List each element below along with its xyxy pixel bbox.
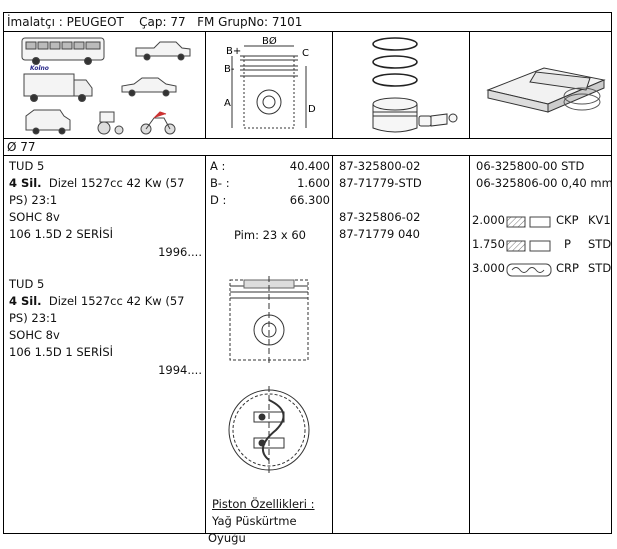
ring-set-2: 06-325806-00 0,40 mm <box>476 176 613 190</box>
header-row: İmalatçı : PEUGEOT Çap: 77 FM GrupNo: 71… <box>4 13 611 32</box>
app1-valve: SOHC 8v <box>9 210 60 224</box>
app1-model: 106 1.5D 2 SERİSİ <box>9 227 114 241</box>
dim-a-label: A : <box>210 159 226 173</box>
dim-d-value: 66.300 <box>289 193 330 207</box>
app1-year: 1996.... <box>158 245 202 259</box>
ring-set-1: 06-325800-00 STD <box>476 159 585 173</box>
motorcycle-icon <box>140 111 176 135</box>
ring-1-type: CKP <box>556 213 579 227</box>
cap-label: Çap: <box>139 15 167 29</box>
piston-set-cell <box>333 32 470 138</box>
diagram-label-bminus: B- <box>224 64 235 75</box>
cap-value: 77 <box>170 15 186 29</box>
data-row: TUD 5 4 Sil. Dizel 1527cc 42 Kw (57 PS) … <box>4 156 613 545</box>
piston-side-drawing <box>229 276 309 364</box>
diagram-label-a: A <box>224 98 231 109</box>
diameter-row: Ø 77 <box>4 139 611 156</box>
ring-box-illustration <box>486 67 606 113</box>
app2-line: 4 Sil. Dizel 1527cc 42 Kw (57 <box>9 293 184 310</box>
feature-1: Yağ Püskürtme <box>212 514 297 528</box>
app2-desc2: PS) 23:1 <box>9 311 58 325</box>
ring-1-size: 2.000 <box>472 213 505 227</box>
ring-1-compression-icon <box>506 216 551 228</box>
part-numbers-cell: 87-325800-02 87-71779-STD 87-325806-02 8… <box>333 156 470 533</box>
ring-3-oil-ring-icon <box>506 263 552 277</box>
fm-label: FM GrupNo: <box>197 15 268 29</box>
part-number-1: 87-325800-02 <box>339 159 421 173</box>
app1-engine: TUD 5 <box>9 159 45 173</box>
dim-bminus-value: 1.600 <box>297 176 330 190</box>
ring-1-code: KV1 <box>588 213 611 227</box>
dim-a-value: 40.400 <box>289 159 330 173</box>
vehicle-icons-cell: Kolno <box>4 32 206 138</box>
fm-value: 7101 <box>271 15 303 29</box>
app1-line: 4 Sil. Dizel 1527cc 42 Kw (57 <box>9 175 184 192</box>
dim-d-label: D : <box>210 193 227 207</box>
ring-2-compression-icon <box>506 240 551 252</box>
car-icon <box>121 77 177 97</box>
pin-size: Pim: 23 x 60 <box>234 228 306 242</box>
diagram-label-c: C <box>302 48 309 59</box>
app2-year: 1994.... <box>158 363 202 377</box>
manufacturer-value: PEUGEOT <box>66 15 124 29</box>
piston-diagram-cell: B+ BØ C B- A D <box>206 32 333 138</box>
svg-text:Kolno: Kolno <box>30 65 49 72</box>
manufacturer-label: İmalatçı : <box>7 15 63 29</box>
part-number-2: 87-71779-STD <box>339 176 422 190</box>
app2-model: 106 1.5D 1 SERİSİ <box>9 345 114 359</box>
ring-3-size: 3.000 <box>472 261 505 275</box>
diagram-label-bplus: B+ <box>226 46 241 57</box>
piston-top-drawing <box>228 386 310 474</box>
features-title: Piston Özellikleri : <box>212 497 315 511</box>
app1-cylinders: 4 Sil. <box>9 176 42 190</box>
bus-icon <box>21 37 105 65</box>
pickup-icon <box>135 41 191 61</box>
piston-dimension-diagram: B+ BØ C B- A D <box>224 35 316 129</box>
part-number-3: 87-325806-02 <box>339 210 421 224</box>
app1-desc2: PS) 23:1 <box>9 193 58 207</box>
dimensions-cell: A : 40.400 B- : 1.600 D : 66.300 Pim: 23… <box>206 156 333 545</box>
truck-icon: Kolno <box>23 65 93 102</box>
van-icon <box>25 109 71 135</box>
image-row: Kolno <box>4 32 611 139</box>
ring-2-type: P <box>564 237 571 251</box>
piston-rings-illustration <box>372 37 458 133</box>
ring-2-size: 1.750 <box>472 237 505 251</box>
ring-3-type: CRP <box>556 261 579 275</box>
applications-cell: TUD 5 4 Sil. Dizel 1527cc 42 Kw (57 PS) … <box>4 156 206 533</box>
vehicles-illustration: Kolno <box>21 37 191 135</box>
app2-desc1: Dizel 1527cc 42 Kw (57 <box>48 294 185 308</box>
feature-2: Oyuğu <box>208 531 246 545</box>
ring-2-code: STD <box>588 237 612 251</box>
ring-3-code: STD <box>588 261 612 275</box>
ring-box-cell <box>470 32 611 138</box>
ring-sets-cell: 06-325800-00 STD 06-325806-00 0,40 mm 2.… <box>470 156 613 533</box>
part-number-4: 87-71779 040 <box>339 227 420 241</box>
diagram-label-bdiameter: BØ <box>262 35 277 47</box>
catalog-frame: İmalatçı : PEUGEOT Çap: 77 FM GrupNo: 71… <box>3 12 613 545</box>
diagram-label-d: D <box>308 104 316 115</box>
app2-valve: SOHC 8v <box>9 328 60 342</box>
app2-cylinders: 4 Sil. <box>9 294 42 308</box>
app1-desc1: Dizel 1527cc 42 Kw (57 <box>48 176 185 190</box>
dim-bminus-label: B- : <box>210 176 230 190</box>
app2-engine: TUD 5 <box>9 277 45 291</box>
tractor-icon <box>97 111 124 135</box>
